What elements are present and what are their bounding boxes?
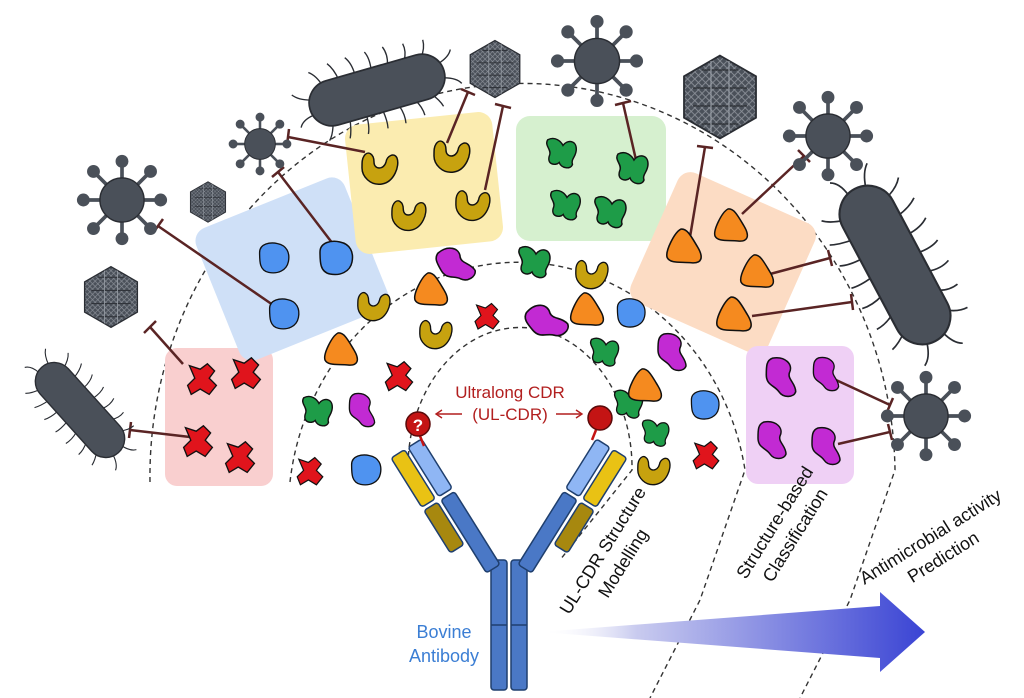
antibody-icon bbox=[391, 405, 627, 691]
capsid-icon bbox=[469, 39, 521, 99]
virus-icon bbox=[880, 370, 972, 462]
ul-cdr-knob-right bbox=[587, 405, 613, 431]
virus-icon bbox=[550, 14, 644, 108]
inhibition-lines bbox=[127, 87, 895, 446]
box-orange bbox=[630, 172, 816, 354]
antibody-label: Antibody bbox=[409, 646, 479, 666]
ul-cdr-abbrev-label: (UL-CDR) bbox=[472, 405, 548, 424]
bovine-label: Bovine bbox=[416, 622, 471, 642]
prediction-stage-label: Antimicrobial activity Prediction bbox=[856, 485, 1005, 588]
bacterium-icon bbox=[8, 335, 152, 485]
ultralong-cdr-label: Ultralong CDR bbox=[455, 383, 565, 402]
capsid-icon bbox=[189, 181, 227, 223]
virus-icon bbox=[76, 154, 168, 246]
classification-boxes bbox=[165, 112, 854, 486]
virus-icon bbox=[228, 112, 292, 176]
capsid-icon bbox=[683, 54, 757, 140]
box-yellow bbox=[344, 112, 504, 254]
box-red bbox=[165, 348, 273, 486]
capsid-icon bbox=[83, 265, 139, 329]
prediction-arrow bbox=[540, 592, 925, 672]
arc-inner bbox=[407, 326, 633, 561]
question-mark: ? bbox=[413, 416, 423, 435]
ul-cdr-arrows bbox=[434, 409, 584, 419]
box-blue bbox=[195, 177, 389, 361]
ul-cdr-knob-left bbox=[405, 411, 431, 437]
arc-outer bbox=[149, 82, 896, 698]
virus-icon bbox=[782, 90, 874, 182]
